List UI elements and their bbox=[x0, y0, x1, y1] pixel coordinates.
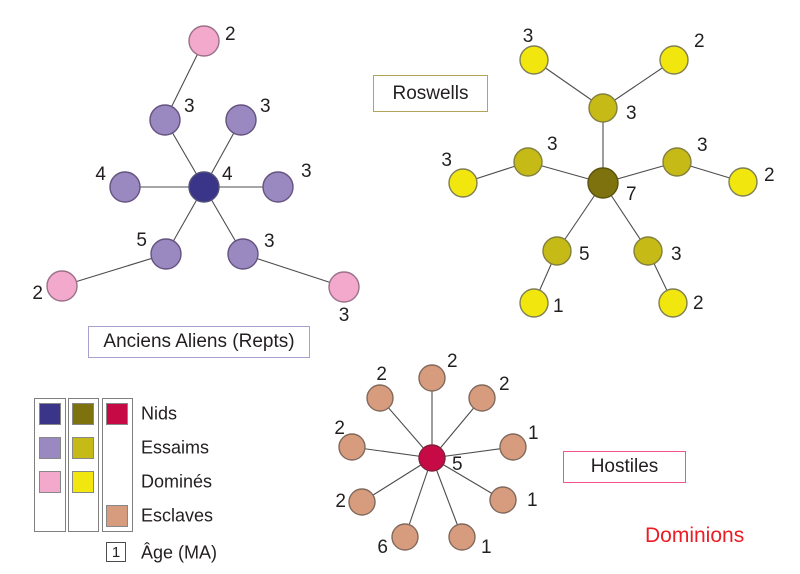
hostiles-node-esclave bbox=[468, 384, 496, 412]
legend-label-age: Âge (MA) bbox=[141, 542, 218, 563]
legend-label-essaims: Essaims bbox=[141, 437, 210, 458]
roswells-node-essaim_roswells bbox=[542, 236, 572, 266]
anciens-aliens-repts-node-essaim_repts bbox=[225, 104, 257, 136]
legend-swatch-nid_repts bbox=[39, 403, 61, 425]
hostiles-node-age-label: 2 bbox=[499, 374, 510, 395]
cluster-label-roswells-text: Roswells bbox=[392, 82, 469, 104]
roswells-node-age-label: 7 bbox=[626, 184, 637, 205]
anciens-aliens-repts-edge bbox=[242, 253, 345, 288]
hostiles-node-esclave bbox=[489, 486, 517, 514]
roswells-node-essaim_roswells bbox=[513, 147, 543, 177]
anciens-aliens-repts-node-age-label: 2 bbox=[225, 24, 236, 45]
roswells-node-age-label: 2 bbox=[764, 165, 775, 186]
anciens-aliens-repts-node-essaim_repts bbox=[109, 171, 141, 203]
anciens-aliens-repts-node-age-label: 3 bbox=[339, 305, 350, 326]
roswells-node-age-label: 1 bbox=[553, 296, 564, 317]
hostiles-node-age-label: 1 bbox=[527, 490, 538, 511]
roswells-node-domine_roswells bbox=[519, 288, 549, 318]
anciens-aliens-repts-node-nid_repts bbox=[188, 171, 220, 203]
hostiles-node-age-label: 2 bbox=[335, 491, 346, 512]
anciens-aliens-repts-node-age-label: 3 bbox=[184, 96, 195, 117]
hostiles-node-age-label: 2 bbox=[447, 351, 458, 372]
legend-swatch-esclave bbox=[106, 505, 128, 527]
anciens-aliens-repts-node-age-label: 3 bbox=[301, 161, 312, 182]
hostiles-node-age-label: 1 bbox=[528, 423, 539, 444]
roswells-node-essaim_roswells bbox=[662, 147, 692, 177]
roswells-node-age-label: 2 bbox=[693, 293, 704, 314]
anciens-aliens-repts-node-age-label: 4 bbox=[222, 164, 233, 185]
anciens-aliens-repts-node-age-label: 3 bbox=[260, 96, 271, 117]
roswells-node-essaim_roswells bbox=[633, 236, 663, 266]
legend-swatch-domine_roswells bbox=[72, 471, 94, 493]
roswells-node-age-label: 2 bbox=[694, 31, 705, 52]
anciens-aliens-repts-node-age-label: 4 bbox=[95, 164, 106, 185]
anciens-aliens-repts-node-age-label: 2 bbox=[32, 283, 43, 304]
cluster-label-hostiles-text: Hostiles bbox=[590, 456, 659, 477]
roswells-node-age-label: 3 bbox=[697, 135, 708, 156]
legend-swatch-domine_repts bbox=[39, 471, 61, 493]
hostiles-node-esclave bbox=[338, 433, 366, 461]
roswells-node-age-label: 3 bbox=[626, 103, 637, 124]
hostiles-node-esclave bbox=[418, 364, 446, 392]
roswells-node-nid_roswells bbox=[587, 167, 619, 199]
anciens-aliens-repts-edge bbox=[61, 253, 167, 287]
hostiles-node-nid_hostiles bbox=[418, 444, 446, 472]
roswells-node-domine_roswells bbox=[659, 45, 689, 75]
legend-label-esclaves: Esclaves bbox=[141, 505, 214, 526]
age-sample-value: 1 bbox=[111, 543, 121, 561]
anciens-aliens-repts-node-domine_repts bbox=[188, 25, 220, 57]
hostiles-node-age-label: 2 bbox=[334, 418, 345, 439]
roswells-node-age-label: 3 bbox=[441, 150, 452, 171]
hostiles-node-age-label: 2 bbox=[376, 364, 387, 385]
cluster-label-roswells: Roswells bbox=[373, 75, 488, 112]
cluster-label-anciens-aliens: Anciens Aliens (Repts) bbox=[88, 326, 310, 358]
hostiles-edge bbox=[404, 457, 433, 538]
roswells-node-age-label: 3 bbox=[671, 244, 682, 265]
anciens-aliens-repts-node-essaim_repts bbox=[149, 104, 181, 136]
hostiles-node-esclave bbox=[448, 523, 476, 551]
roswells-node-domine_roswells bbox=[728, 167, 758, 197]
legend-swatch-nid_roswells bbox=[72, 403, 94, 425]
dominions-label: Dominions bbox=[645, 524, 745, 547]
hostiles-node-age-label: 5 bbox=[452, 454, 463, 475]
anciens-aliens-repts-node-age-label: 3 bbox=[264, 231, 275, 252]
age-sample-box: 1 bbox=[106, 542, 126, 562]
hostiles-node-esclave bbox=[499, 433, 527, 461]
anciens-aliens-repts-node-age-label: 5 bbox=[136, 230, 147, 251]
anciens-aliens-repts-node-domine_repts bbox=[328, 271, 360, 303]
anciens-aliens-repts-node-essaim_repts bbox=[150, 238, 182, 270]
hostiles-node-esclave bbox=[366, 384, 394, 412]
legend-swatch-essaim_roswells bbox=[72, 437, 94, 459]
hostiles-edge bbox=[431, 457, 504, 501]
cluster-label-anciens-aliens-text: Anciens Aliens (Repts) bbox=[103, 331, 295, 352]
hostiles-node-esclave bbox=[391, 523, 419, 551]
hostiles-edge bbox=[361, 457, 433, 503]
hostiles-node-age-label: 6 bbox=[377, 537, 388, 558]
roswells-node-age-label: 3 bbox=[523, 26, 534, 47]
roswells-node-domine_roswells bbox=[519, 45, 549, 75]
hostiles-node-esclave bbox=[348, 488, 376, 516]
legend-label-domines: Dominés bbox=[141, 471, 213, 492]
roswells-node-age-label: 3 bbox=[547, 134, 558, 155]
roswells-node-essaim_roswells bbox=[588, 93, 618, 123]
hostiles-edge bbox=[431, 457, 463, 538]
cluster-label-hostiles: Hostiles bbox=[563, 451, 686, 483]
legend-swatch-nid_hostiles bbox=[106, 403, 128, 425]
legend-label-nids: Nids bbox=[141, 403, 178, 424]
legend-swatch-essaim_repts bbox=[39, 437, 61, 459]
roswells-node-age-label: 5 bbox=[579, 244, 590, 265]
anciens-aliens-repts-node-essaim_repts bbox=[227, 238, 259, 270]
roswells-node-domine_roswells bbox=[448, 168, 478, 198]
anciens-aliens-repts-node-domine_repts bbox=[46, 270, 78, 302]
hostiles-node-age-label: 1 bbox=[481, 537, 492, 558]
anciens-aliens-repts-node-essaim_repts bbox=[262, 171, 294, 203]
roswells-node-domine_roswells bbox=[658, 288, 688, 318]
